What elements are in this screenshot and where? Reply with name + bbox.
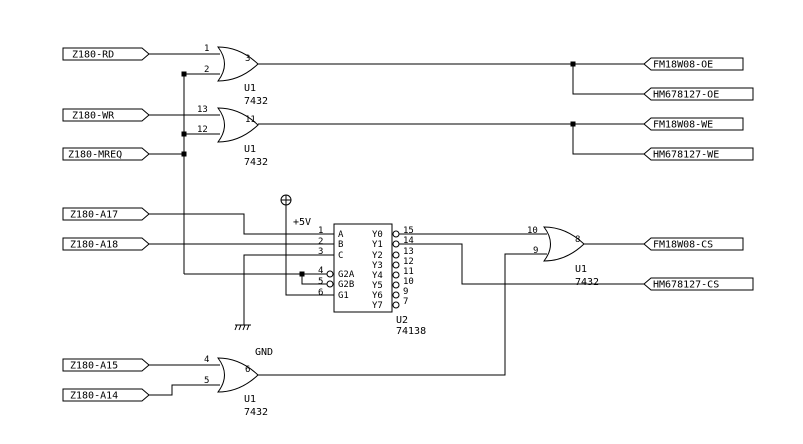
gate-ref: U1 [575,264,587,275]
pin-number: 5 [318,277,323,287]
wires [149,53,644,396]
pin-number: 15 [403,226,414,236]
port-z180-a15: Z180-A15 [62,358,150,372]
pin-number: 12 [197,125,208,135]
pin-number: 1 [204,44,209,54]
port-label: FM18W08-WE [653,120,713,131]
pin-name: C [338,251,343,261]
or-gate-u1-c: 10 9 8 U1 7432 [527,226,599,288]
pin-name: Y4 [372,271,383,281]
gate-part: 7432 [244,407,268,418]
decoder-input-pins: 1 A 2 B 3 C 4 G2A 5 G2B 6 G1 [318,226,355,301]
pin-number: 12 [403,257,414,267]
port-fm18w08-we: FM18W08-WE [643,117,744,131]
pin-name: Y1 [372,240,383,250]
ground-symbol: GND [234,324,273,358]
pin-number: 4 [318,266,323,276]
port-label: HM678127-OE [653,90,719,101]
or-gate-u1-b: 13 12 11 U1 7432 [197,105,268,168]
port-label: FM18W08-CS [653,240,713,251]
port-z180-mreq: Z180-MREQ [62,147,150,161]
pin-number: 14 [403,236,414,246]
port-label: Z180-A15 [70,361,118,372]
port-hm678127-cs: HM678127-CS [643,277,754,291]
gate-part: 7432 [244,96,268,107]
pin-number: 10 [527,226,538,236]
port-z180-a18: Z180-A18 [62,237,150,251]
pin-number: 13 [197,105,208,115]
chip-ref: U2 [396,315,408,326]
pin-number: 10 [403,277,414,287]
port-label: FM18W08-OE [653,60,713,71]
gnd-label: GND [255,347,273,358]
gate-ref: U1 [244,144,256,155]
pin-number: 6 [245,365,250,375]
decoder-output-pins: Y0 15 Y1 14 Y2 13 Y3 12 Y4 11 Y5 10 Y6 9… [372,226,414,311]
pin-name: Y6 [372,291,383,301]
pin-number: 5 [204,376,209,386]
port-fm18w08-oe: FM18W08-OE [643,57,744,71]
port-fm18w08-cs: FM18W08-CS [643,237,744,251]
pin-name: G2B [338,280,354,290]
pin-name: B [338,240,343,250]
pin-number: 9 [533,246,538,256]
or-gate-u1-d: 4 5 6 U1 7432 [204,355,268,418]
pin-number: 11 [403,267,414,277]
pin-name: G1 [338,291,349,301]
pin-number: 7 [403,297,408,307]
port-z180-rd: Z180-RD [62,47,150,61]
port-z180-wr: Z180-WR [62,108,150,122]
gate-ref: U1 [244,83,256,94]
port-label: Z180-MREQ [68,150,122,161]
gate-ref: U1 [244,394,256,405]
port-label: HM678127-WE [653,150,719,161]
gate-part: 7432 [244,157,268,168]
port-hm678127-we: HM678127-WE [643,147,754,161]
port-z180-a17: Z180-A17 [62,207,150,221]
pin-number: 3 [245,54,250,64]
pin-number: 8 [575,235,580,245]
port-z180-a14: Z180-A14 [62,388,150,402]
pin-number: 13 [403,247,414,257]
port-label: Z180-A18 [70,240,118,251]
decoder-74138: 1 A 2 B 3 C 4 G2A 5 G2B 6 G1 Y0 15 Y1 14… [318,223,426,337]
junctions [181,61,576,277]
port-label: Z180-RD [72,50,114,61]
pin-number: 1 [318,226,323,236]
pin-name: A [338,230,344,240]
port-label: HM678127-CS [653,280,719,291]
output-bubbles [326,230,400,309]
pin-name: Y5 [372,281,383,291]
pin-name: Y0 [372,230,383,240]
chip-part: 74138 [396,326,426,337]
pin-number: 3 [318,247,323,257]
pin-number: 11 [245,115,256,125]
port-hm678127-oe: HM678127-OE [643,87,754,101]
pin-number: 6 [318,288,323,298]
or-gate-u1-a: 1 2 3 U1 7432 [204,44,268,107]
gate-part: 7432 [575,277,599,288]
pin-number: 4 [204,355,209,365]
pin-name: Y2 [372,251,383,261]
port-label: Z180-WR [72,111,115,122]
pin-name: Y7 [372,301,383,311]
pin-number: 9 [403,287,408,297]
pin-name: Y3 [372,261,383,271]
vcc-label: +5V [293,217,311,228]
pin-number: 2 [204,65,209,75]
port-label: Z180-A17 [70,210,118,221]
port-label: Z180-A14 [70,391,118,402]
pin-number: 2 [318,237,323,247]
pin-name: G2A [338,270,355,280]
